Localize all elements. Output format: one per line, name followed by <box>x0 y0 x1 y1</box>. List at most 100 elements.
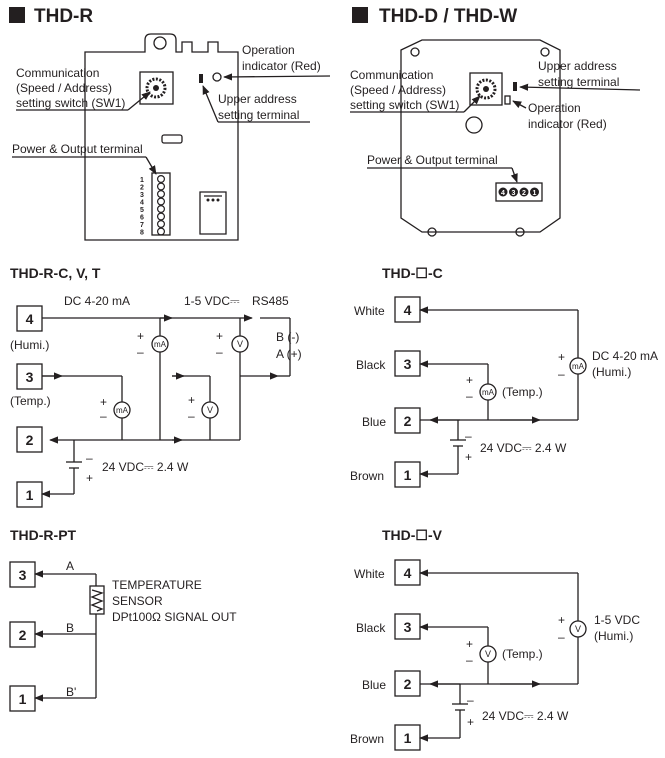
thd-r-op-label-line2: indicator (Red) <box>242 59 321 73</box>
thd-dw-op-label-line1: Operation <box>528 101 581 115</box>
thd-r-slot <box>161 134 183 144</box>
thd-r-terminal-screw <box>157 197 166 206</box>
thd-r-terminal-screw <box>157 212 166 221</box>
thd-dw-terminal-number: 1 <box>533 190 537 197</box>
svg-text:–: – <box>137 345 144 359</box>
svg-text:1: 1 <box>404 467 412 483</box>
c-dc-label: DC 4-20 mA <box>592 349 658 363</box>
svg-text:+: + <box>137 329 144 343</box>
thd-dw-terminal-screw <box>519 187 529 197</box>
thd-r-upper-label-line1: Upper address <box>218 92 297 106</box>
svg-text:2: 2 <box>404 413 412 429</box>
svg-text:1: 1 <box>404 730 412 746</box>
thd-r-cvt-title: THD-R-C, V, T <box>10 265 101 281</box>
c-power-label: 24 VDC⎓ 2.4 W <box>480 441 567 455</box>
thd-dw-heading-square-icon <box>352 7 368 23</box>
svg-text:V: V <box>237 339 243 349</box>
rcvt-rs485-label: RS485 <box>252 294 289 308</box>
thd-r-terminal-number: 6 <box>140 215 144 222</box>
thd-r-terminal-screw <box>157 220 166 229</box>
thd-r-terminal-screw <box>157 227 166 236</box>
thd-dw-terminal-number: 2 <box>522 190 526 197</box>
svg-text:–: – <box>558 630 565 644</box>
svg-text:V: V <box>485 649 491 659</box>
thd-dw-sensor-hole <box>465 116 483 134</box>
pt-label-bp: B' <box>66 685 76 699</box>
thd-r-top-hole <box>153 36 167 50</box>
svg-text:+: + <box>465 450 472 464</box>
svg-text:2: 2 <box>404 676 412 692</box>
svg-text:mA: mA <box>154 340 167 349</box>
thd-r-mount-bracket <box>199 191 227 235</box>
svg-text:+: + <box>188 393 195 407</box>
svg-text:–: – <box>86 451 93 465</box>
v-temp-label: (Temp.) <box>502 647 543 661</box>
svg-text:3: 3 <box>404 619 412 635</box>
v-brown-label: Brown <box>350 732 384 746</box>
thd-dw-sw1-label-line2: (Speed / Address) <box>350 83 446 97</box>
thd-dw-power-label: Power & Output terminal <box>367 153 498 167</box>
rcvt-terminal-2 <box>16 426 43 453</box>
pt-sensor-line3: DPt100Ω SIGNAL OUT <box>112 610 237 624</box>
c-white-label: White <box>354 304 385 318</box>
thd-dw-board-outline <box>400 39 561 233</box>
svg-text:–: – <box>216 345 223 359</box>
svg-text:4: 4 <box>404 565 412 581</box>
svg-text:V: V <box>207 405 213 415</box>
thd-r-heading-square-icon <box>9 7 25 23</box>
pt-sensor-line2: SENSOR <box>112 594 163 608</box>
thd-r-terminal-screws <box>157 175 166 236</box>
v-humi-label: (Humi.) <box>594 629 633 643</box>
rcvt-power-label: 24 VDC⎓ 2.4 W <box>102 460 189 474</box>
thd-c-title: THD-☐-C <box>382 265 443 281</box>
thd-dw-terminal-number: 4 <box>501 190 505 197</box>
svg-text:–: – <box>188 409 195 423</box>
rcvt-vdc-label: 1-5 VDC⎓ <box>184 294 240 308</box>
thd-r-power-label: Power & Output terminal <box>12 142 143 156</box>
v-vdc-label: 1-5 VDC <box>594 613 640 627</box>
svg-text:mA: mA <box>572 362 585 371</box>
pt-label-a: A <box>66 559 74 573</box>
thd-r-terminal-screw <box>157 182 166 191</box>
thd-dw-hole-tl <box>410 47 420 57</box>
c-temp-label: (Temp.) <box>502 385 543 399</box>
thd-dw-upper-label-line2: setting terminal <box>538 75 619 89</box>
thd-dw-terminal-number: 3 <box>512 190 516 197</box>
thd-dw-hole-bl <box>427 227 437 237</box>
rcvt-temp-label: (Temp.) <box>10 394 51 408</box>
svg-text:+: + <box>100 395 107 409</box>
svg-text:–: – <box>100 409 107 423</box>
svg-text:+: + <box>466 637 473 651</box>
svg-text:+: + <box>466 373 473 387</box>
thd-r-terminal-number: 5 <box>140 207 144 214</box>
svg-text:+: + <box>86 471 93 485</box>
thd-r-terminal-screw <box>157 190 166 199</box>
thd-r-terminal-number: 3 <box>140 192 144 199</box>
thd-dw-terminal-block <box>495 182 543 202</box>
c-black-label: Black <box>356 358 386 372</box>
thd-v-wiring: THD-☐-V White 4 Black 3 Blue 2 Brown 1 V… <box>350 527 640 751</box>
thd-dw-sw1-switch <box>469 72 503 106</box>
thd-r-terminal-number: 1 <box>140 177 144 184</box>
thd-dw-terminal-screw <box>498 187 508 197</box>
thd-r-pt-wiring: THD-R-PT 3 2 1 A B B' TEMPERATURE SENSOR… <box>9 527 237 712</box>
rcvt-b-label: B (-) <box>276 330 299 344</box>
thd-dw-hole-tr <box>540 47 550 57</box>
thd-dw-terminal-screw <box>530 187 539 197</box>
thd-r-terminal-number: 2 <box>140 185 144 192</box>
thd-dw-upper-label-line1: Upper address <box>538 59 617 73</box>
thd-r-terminal-screw <box>157 175 166 184</box>
thd-dw-heading: THD-D / THD-W <box>379 6 517 27</box>
svg-text:2: 2 <box>19 627 27 643</box>
rcvt-terminal-1-num: 1 <box>26 487 34 503</box>
thd-r-operation-led-icon <box>212 72 222 82</box>
v-white-label: White <box>354 567 385 581</box>
rcvt-terminal-2-num: 2 <box>26 432 34 448</box>
rcvt-dc-label: DC 4-20 mA <box>64 294 130 308</box>
c-humi-label: (Humi.) <box>592 365 631 379</box>
